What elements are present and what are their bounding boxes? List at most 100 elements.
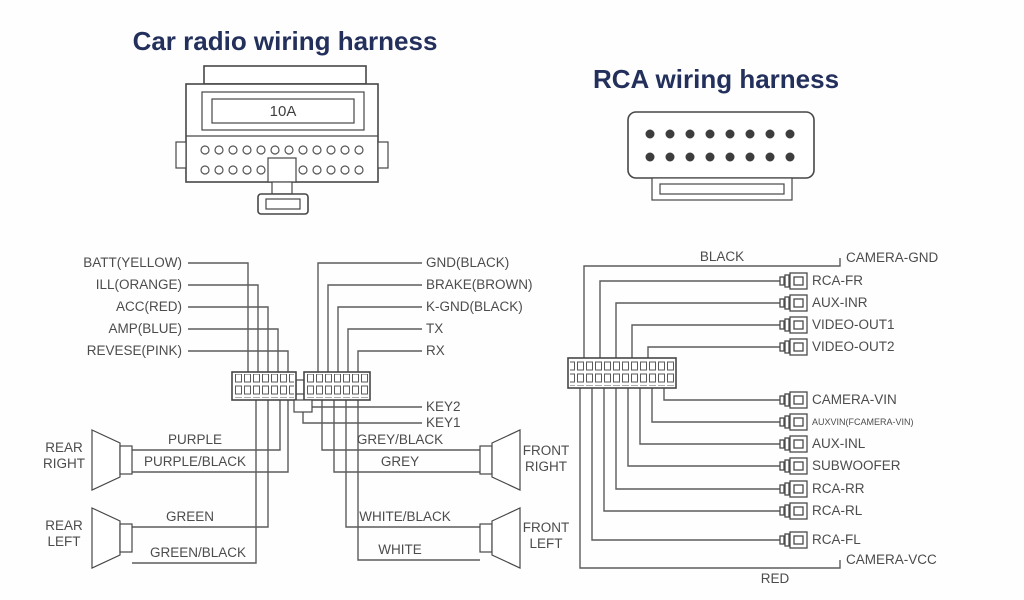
wire-white [357, 400, 480, 561]
speaker-name-front-left-2: LEFT [529, 536, 562, 551]
label-amp: AMP(BLUE) [108, 321, 182, 336]
wire-green [132, 400, 269, 528]
label-reverse: REVESE(PINK) [87, 343, 182, 358]
rca-jack-icon [779, 316, 808, 334]
label-acc: ACC(RED) [116, 299, 182, 314]
rca-label-auxvin: AUXVIN(FCAMERA-VIN) [812, 417, 914, 427]
wire-grey-black [321, 400, 480, 451]
wire-brake [327, 284, 422, 372]
rca-label-camera-vin: CAMERA-VIN [812, 392, 897, 407]
label-ill: ILL(ORANGE) [96, 277, 182, 292]
wire-rca-rl [603, 388, 780, 512]
speaker-name-rear-right-2: RIGHT [43, 456, 85, 471]
wire-rca-fr [599, 280, 780, 358]
rca-connector [627, 111, 815, 201]
rca-label-video-out1: VIDEO-OUT1 [812, 317, 895, 332]
wire-aux-inl [639, 388, 780, 445]
wire-amp [188, 328, 279, 372]
rca-jack-icons [779, 272, 808, 549]
wire-grey [333, 400, 480, 473]
car-radio-connector: 10A [175, 65, 389, 215]
wire-label-green: GREEN [166, 509, 214, 524]
rca-wire-label-red: RED [761, 571, 790, 586]
wire-label-white: WHITE [378, 542, 422, 557]
fuse-label: 10A [270, 103, 297, 120]
wire-gnd [317, 262, 422, 372]
rca-label-rca-rr: RCA-RR [812, 481, 865, 496]
wire-label-green-black: GREEN/BLACK [150, 545, 246, 560]
rca-label-rca-fr: RCA-FR [812, 273, 863, 288]
rca-label-rca-rl: RCA-RL [812, 503, 863, 518]
rca-jack-icon [779, 435, 808, 453]
rca-label-aux-inl: AUX-INL [812, 436, 866, 451]
wire-label-purple: PURPLE [168, 432, 222, 447]
wire-subwoofer [627, 388, 780, 467]
rca-harness-plug [567, 357, 677, 389]
speaker-name-front-right-1: FRONT [523, 443, 570, 458]
label-batt: BATT(YELLOW) [83, 255, 182, 270]
wire-label-grey: GREY [381, 454, 419, 469]
label-key1: KEY1 [426, 415, 461, 430]
rca-label-subwoofer: SUBWOOFER [812, 458, 901, 473]
rca-jack-icon [779, 338, 808, 356]
rca-wire-label-black: BLACK [700, 249, 744, 264]
rca-label-camera-gnd: CAMERA-GND [846, 250, 939, 265]
label-tx: TX [426, 321, 443, 336]
label-rx: RX [426, 343, 445, 358]
rca-jack-icon [779, 391, 808, 409]
wire-camera-vin [663, 388, 780, 401]
rca-label-camera-vcc: CAMERA-VCC [846, 552, 937, 567]
wire-auxvin [651, 388, 780, 423]
wire-label-grey-black: GREY/BLACK [357, 432, 443, 447]
rca-labels: BLACK CAMERA-GND RCA-FR AUX-INR VIDEO-OU… [700, 249, 939, 586]
wire-label-white-black: WHITE/BLACK [359, 509, 451, 524]
wire-ill [188, 284, 259, 372]
page-title-car: Car radio wiring harness [133, 26, 438, 56]
wire-camera-vcc [579, 388, 841, 569]
rca-jack-icon [779, 457, 808, 475]
wire-key1 [302, 412, 422, 424]
speaker-name-front-left-1: FRONT [523, 520, 570, 535]
label-key2: KEY2 [426, 399, 461, 414]
wire-purple-black [132, 400, 289, 473]
wire-video-out1 [631, 324, 780, 358]
radio-pin-labels: BATT(YELLOW) ILL(ORANGE) ACC(RED) AMP(BL… [83, 255, 532, 430]
rca-jack-icon [779, 294, 808, 312]
wire-white-black [345, 400, 480, 528]
wire-rx [357, 350, 422, 372]
speaker-labels: REAR RIGHT FRONT RIGHT REAR LEFT FRONT L… [43, 432, 569, 560]
radio-harness-plug [231, 371, 371, 413]
rca-jack-icon [779, 272, 808, 290]
rca-label-rca-fl: RCA-FL [812, 532, 861, 547]
speaker-name-front-right-2: RIGHT [525, 459, 567, 474]
speaker-name-rear-right-1: REAR [45, 440, 83, 455]
rca-jack-icon [779, 413, 808, 431]
speaker-front-right [479, 429, 521, 491]
wire-aux-inr [615, 302, 780, 358]
wire-batt [188, 262, 249, 372]
wire-rca-fl [591, 388, 780, 541]
wire-reverse [188, 350, 289, 372]
rca-jack-icon [779, 502, 808, 520]
label-brake: BRAKE(BROWN) [426, 277, 533, 292]
radio-wires [132, 262, 480, 564]
rca-label-video-out2: VIDEO-OUT2 [812, 339, 895, 354]
wire-kgnd [337, 306, 422, 372]
speaker-name-rear-left-2: LEFT [47, 534, 80, 549]
speaker-front-left [479, 507, 521, 569]
page-title-rca: RCA wiring harness [593, 64, 839, 94]
wire-green-black [132, 400, 257, 564]
label-gnd: GND(BLACK) [426, 255, 509, 270]
label-kgnd: K-GND(BLACK) [426, 299, 523, 314]
wire-tx [347, 328, 422, 372]
rca-wires [579, 258, 841, 569]
wire-acc [188, 306, 269, 372]
wire-purple [132, 400, 281, 451]
speaker-name-rear-left-1: REAR [45, 518, 83, 533]
wire-camera-gnd [583, 258, 841, 358]
rca-jack-icon [779, 480, 808, 498]
speaker-rear-left [91, 507, 133, 569]
wire-rca-rr [615, 388, 780, 490]
